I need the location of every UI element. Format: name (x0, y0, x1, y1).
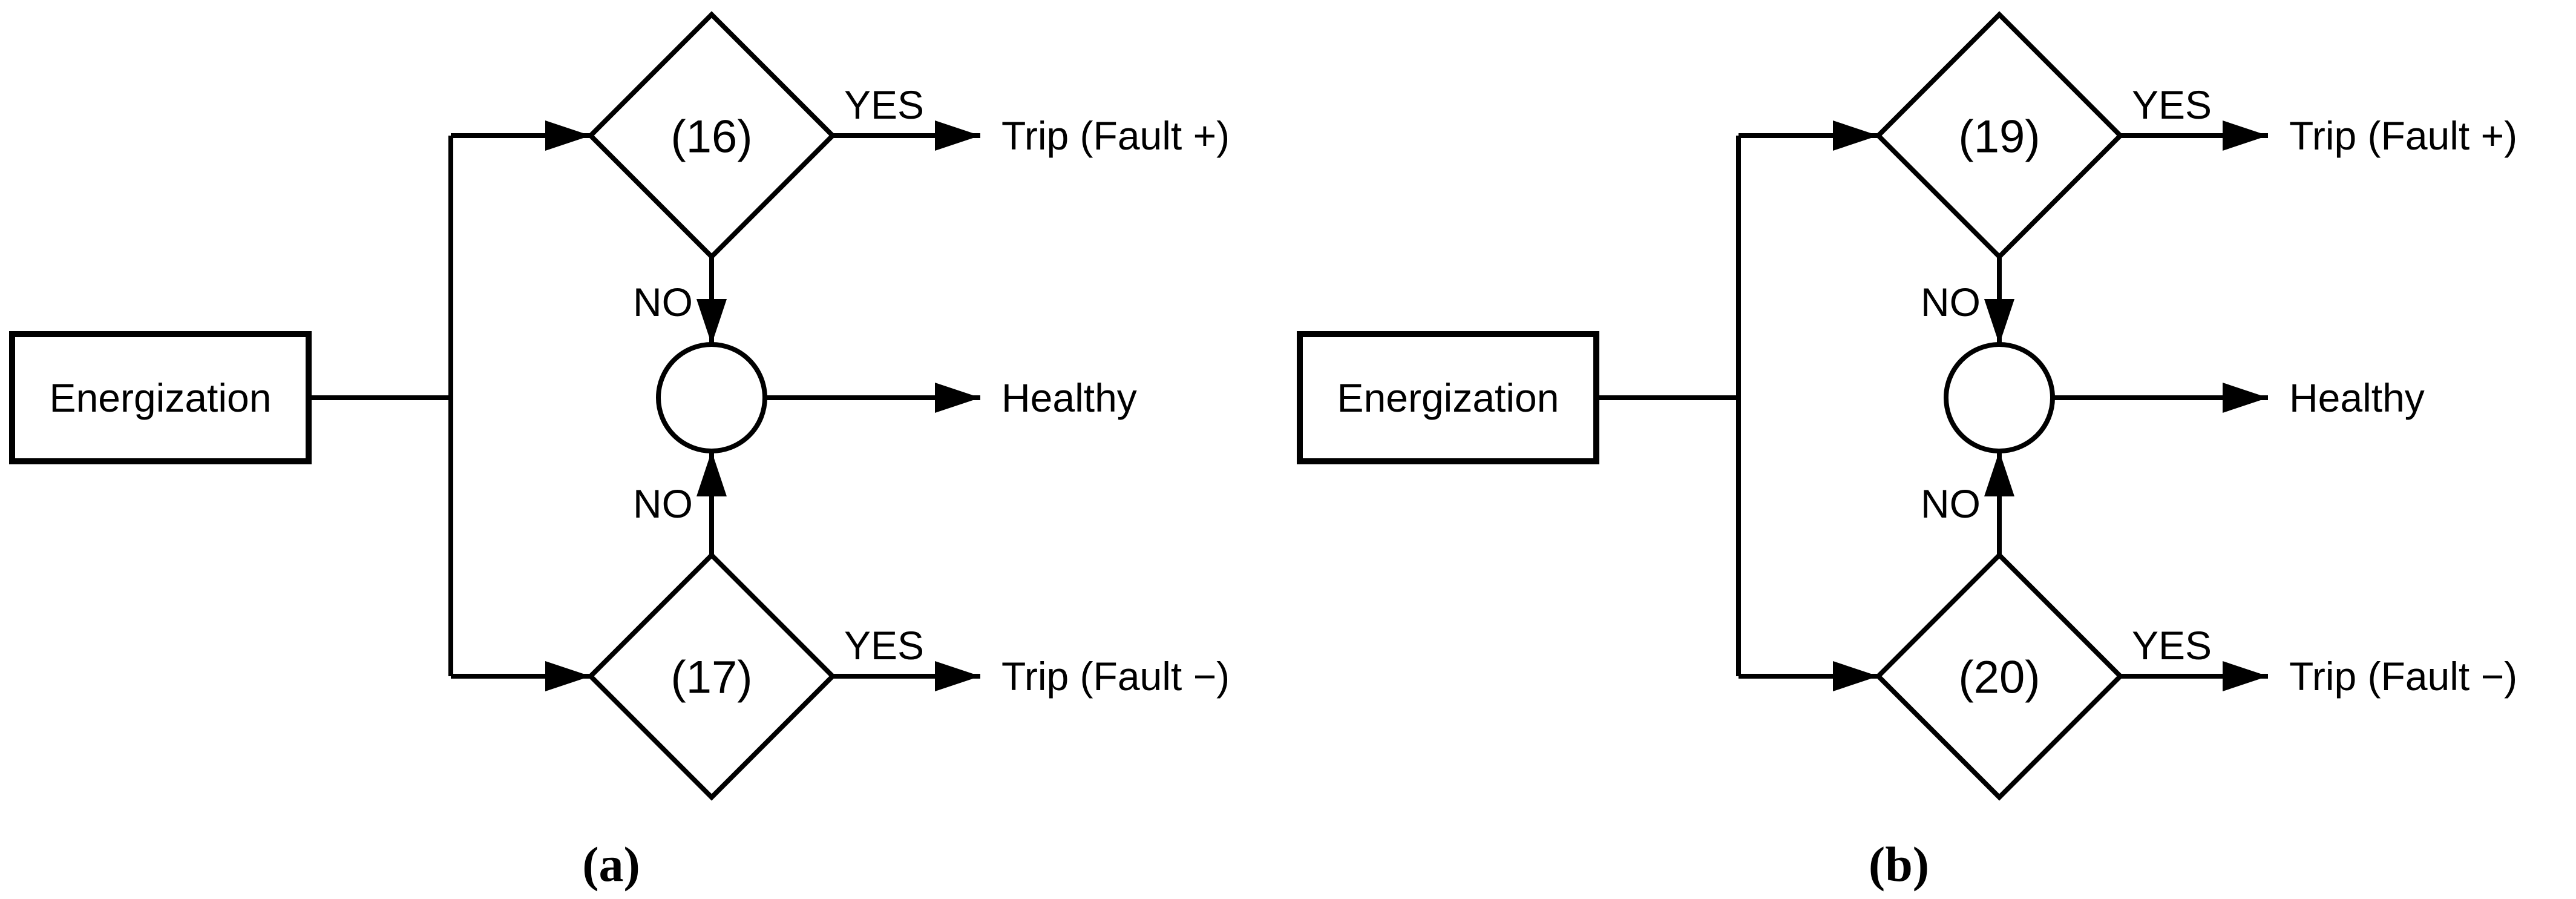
decision-label-bottom: (20) (1958, 652, 2040, 703)
yes-label-bottom: YES (844, 623, 924, 668)
outcome-healthy: Healthy (1001, 375, 1137, 420)
no-label-bottom: NO (1921, 481, 1981, 526)
subfigure-caption-b: (b) (1869, 837, 1929, 892)
decision-diamond-bottom (587, 552, 836, 801)
flowchart-b-labels: Energization (19) (20) YES YES NO NO Tri… (1337, 82, 2518, 892)
decision-label-top: (19) (1958, 111, 2040, 163)
outcome-trip-positive: Trip (Fault +) (1001, 113, 1230, 158)
start-label: Energization (50, 375, 272, 420)
outcome-healthy: Healthy (2289, 375, 2425, 420)
subfigure-caption-a: (a) (582, 837, 640, 892)
flowchart-a-lines (9, 11, 980, 801)
flowchart-a: Energization (16) (17) YES YES NO NO Tri… (9, 11, 1230, 892)
no-label-top: NO (633, 280, 693, 324)
junction-circle (1944, 342, 2055, 453)
decision-diamond-bottom (1875, 552, 2124, 801)
no-label-top: NO (1921, 280, 1981, 324)
start-box (9, 331, 312, 464)
outcome-trip-negative: Trip (Fault −) (2289, 654, 2517, 699)
junction-circle (656, 342, 767, 453)
outcome-trip-negative: Trip (Fault −) (1001, 654, 1230, 699)
decision-label-top: (16) (670, 111, 752, 163)
flowchart-b-lines (1297, 11, 2268, 801)
outcome-trip-positive: Trip (Fault +) (2289, 113, 2517, 158)
yes-label-top: YES (844, 82, 924, 127)
start-label: Energization (1337, 375, 1559, 420)
decision-diamond-top (1875, 11, 2124, 260)
flowchart-panel-b: Energization (19) (20) YES YES NO NO Tri… (1288, 0, 2575, 899)
flowchart-b: Energization (19) (20) YES YES NO NO Tri… (1297, 11, 2518, 892)
decision-label-bottom: (17) (670, 652, 752, 703)
start-box (1297, 331, 1599, 464)
yes-label-top: YES (2132, 82, 2212, 127)
yes-label-bottom: YES (2132, 623, 2212, 668)
decision-diamond-top (587, 11, 836, 260)
flowchart-a-labels: Energization (16) (17) YES YES NO NO Tri… (50, 82, 1230, 892)
no-label-bottom: NO (633, 481, 693, 526)
flowchart-panel-a: Energization (16) (17) YES YES NO NO Tri… (9, 11, 1230, 892)
